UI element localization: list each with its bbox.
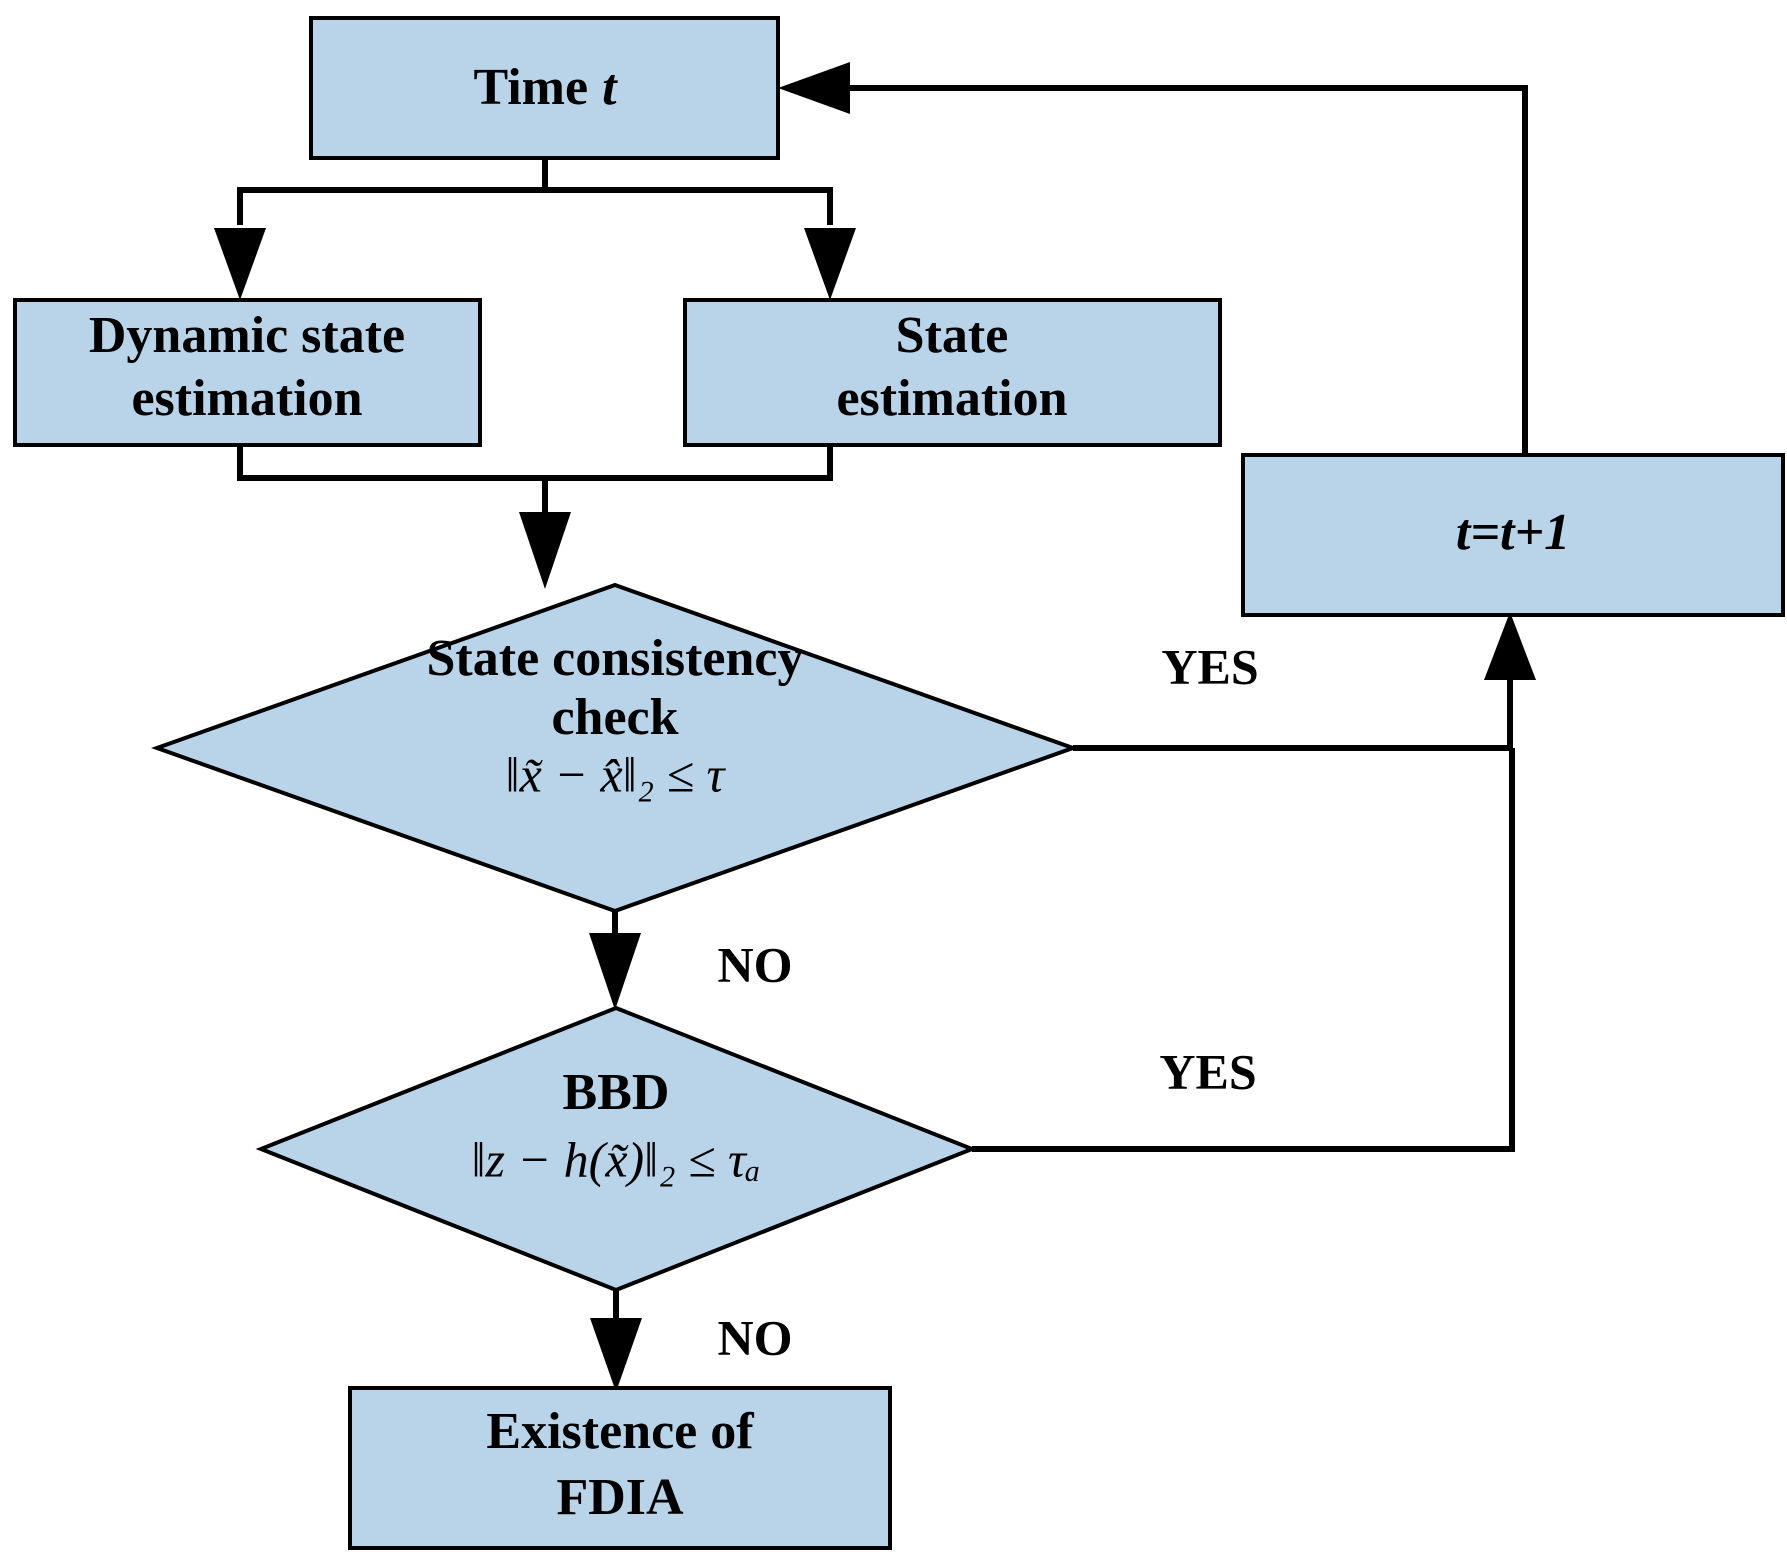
state-consistency-check-line1: State consistency <box>427 630 804 687</box>
bbd-diamond[interactable] <box>255 1005 978 1293</box>
state-consistency-check-formula: ‖x̃ − x̂‖₂ ≤ τ <box>506 746 727 802</box>
bbd-formula: ‖z − h(x̃)‖₂ ≤ τₐ <box>471 1131 760 1187</box>
state-estimation-line2: estimation <box>836 370 1067 427</box>
state-estimation-box[interactable] <box>683 298 1222 447</box>
existence-of-fdia-line1: Existence of <box>486 1403 754 1460</box>
arrowhead-to-time-t <box>778 62 850 114</box>
state-estimation-line1: State <box>896 307 1009 364</box>
node-existence-of-fdia[interactable]: Existence of FDIA <box>348 1386 892 1550</box>
dynamic-state-estimation-line2: estimation <box>131 370 362 427</box>
edge-time-to-fork <box>214 158 856 300</box>
dynamic-state-estimation-box[interactable] <box>13 298 482 447</box>
node-dynamic-state-estimation[interactable]: Dynamic state estimation <box>13 298 482 447</box>
edge-bbd-no <box>590 1290 642 1392</box>
edge-label-no-bbd: NO <box>718 1309 793 1365</box>
arrowhead-to-dynamic <box>214 228 266 300</box>
arrowhead-to-bbd <box>589 933 641 1010</box>
edge-bbd-yes <box>972 748 1515 1152</box>
node-t-increment[interactable]: t=t+1 <box>1241 453 1785 617</box>
arrowhead-to-consistency-check <box>519 512 571 589</box>
node-state-consistency-check[interactable]: State consistency check ‖x̃ − x̂‖₂ ≤ τ <box>151 582 1079 914</box>
state-consistency-check-line2: check <box>551 689 678 746</box>
edge-label-yes-consistency: YES <box>1161 638 1258 694</box>
node-state-estimation[interactable]: State estimation <box>683 298 1222 447</box>
t-increment-label: t=t+1 <box>1456 504 1570 561</box>
edge-check-no <box>589 911 641 1010</box>
existence-of-fdia-box[interactable] <box>348 1386 892 1550</box>
arrowhead-to-fdia <box>590 1318 642 1392</box>
arrowhead-to-t-increment <box>1484 612 1536 680</box>
t-increment-box[interactable] <box>1241 453 1785 617</box>
edge-check-yes <box>1073 612 1536 751</box>
arrowhead-to-state <box>804 228 856 300</box>
dynamic-state-estimation-line1: Dynamic state <box>89 307 405 364</box>
state-consistency-check-diamond[interactable] <box>151 582 1079 914</box>
node-bbd[interactable]: BBD ‖z − h(x̃)‖₂ ≤ τₐ <box>255 1005 978 1293</box>
existence-of-fdia-line2: FDIA <box>556 1469 684 1526</box>
edge-estimations-to-check <box>237 445 833 589</box>
edge-label-yes-bbd: YES <box>1159 1043 1256 1099</box>
edge-label-no-consistency: NO <box>718 936 793 992</box>
edge-increment-to-time <box>778 62 1528 455</box>
time-t-box[interactable] <box>309 16 780 160</box>
bbd-line1: BBD <box>563 1064 670 1121</box>
